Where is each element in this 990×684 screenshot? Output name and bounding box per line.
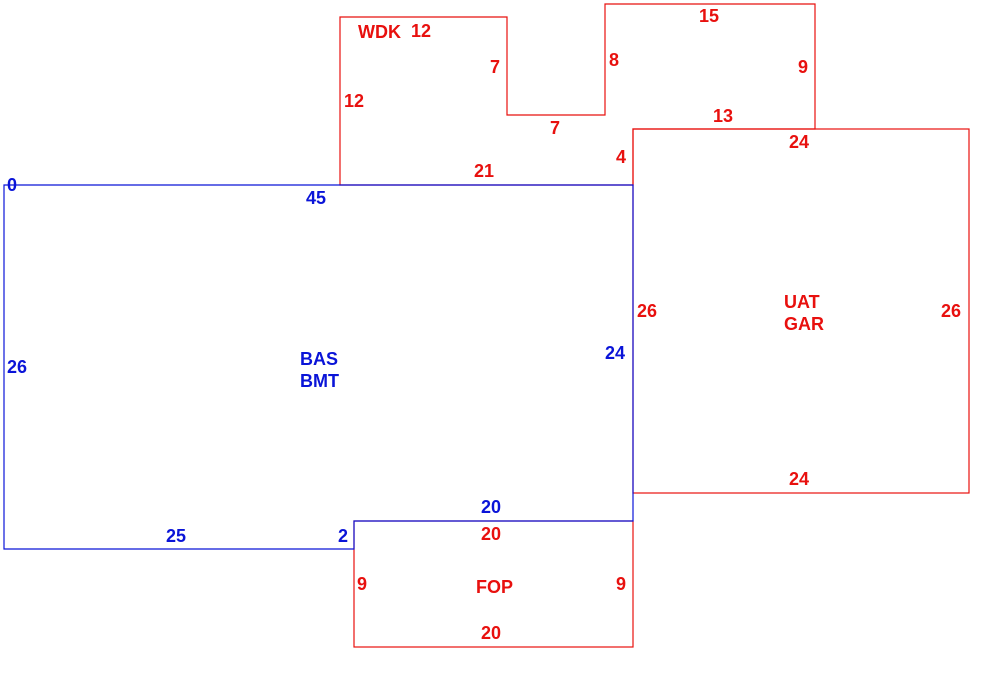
bas-dim-bottom-right: 20 (481, 497, 501, 517)
fop-dim-left: 9 (357, 574, 367, 594)
wdk-dim-left: 12 (344, 91, 364, 111)
uat-dim-left: 26 (637, 301, 657, 321)
wdk-dim-top: 12 (411, 21, 431, 41)
bas-label-1: BAS (300, 349, 338, 369)
wdk-dim-inner-left: 8 (609, 50, 619, 70)
wdk-dim-bottom: 21 (474, 161, 494, 181)
bas-outline (3, 184, 634, 550)
wdk-dim-top2: 15 (699, 6, 719, 26)
bas-dim-right: 24 (605, 343, 625, 363)
uat-label-1: UAT (784, 292, 820, 312)
fop-dim-top: 20 (481, 524, 501, 544)
fop-label: FOP (476, 577, 513, 597)
fop-dim-right: 9 (616, 574, 626, 594)
bas-dim-left: 26 (7, 357, 27, 377)
bas-dim-origin: 0 (7, 175, 17, 195)
uat-dim-top: 24 (789, 132, 809, 152)
wdk-dim-right: 9 (798, 57, 808, 77)
wdk-dim-step: 4 (616, 147, 626, 167)
uat-label-2: GAR (784, 314, 824, 334)
fop-dim-bottom: 20 (481, 623, 501, 643)
bas-label-2: BMT (300, 371, 339, 391)
bas-dim-top: 45 (306, 188, 326, 208)
bas-dim-step: 2 (338, 526, 348, 546)
bas-dim-bottom: 25 (166, 526, 186, 546)
wdk-dim-inner-right: 7 (490, 57, 500, 77)
wdk-label: WDK (358, 22, 401, 42)
uat-dim-right: 26 (941, 301, 961, 321)
wdk-dim-bottom-right: 13 (713, 106, 733, 126)
wdk-dim-notch-bottom: 7 (550, 118, 560, 138)
uat-dim-bottom: 24 (789, 469, 809, 489)
